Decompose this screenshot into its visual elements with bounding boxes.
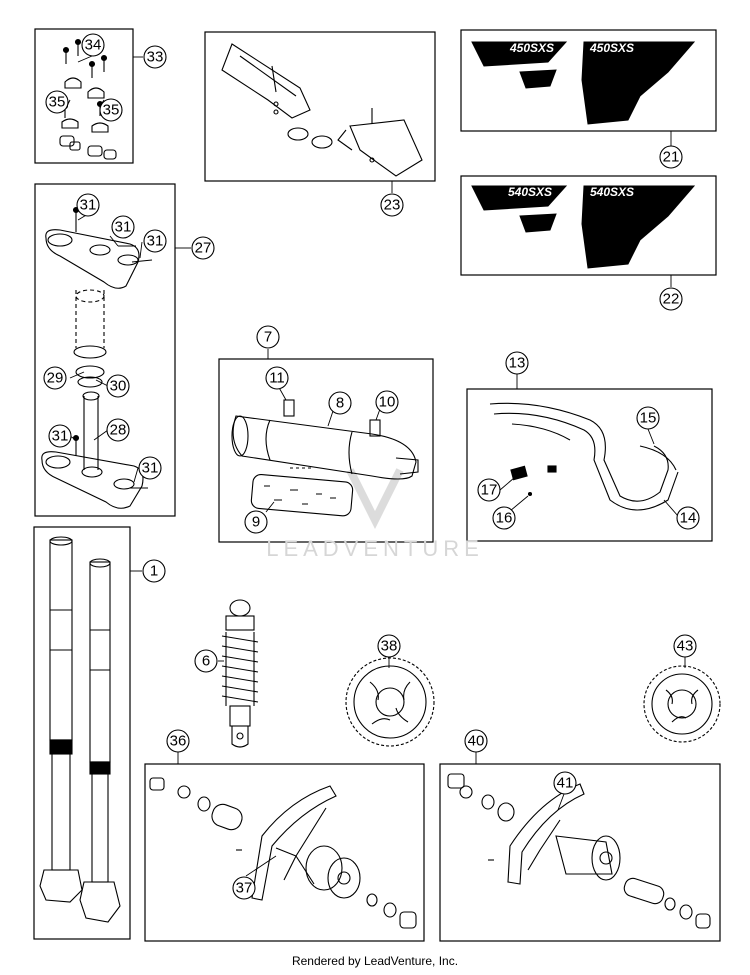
svg-text:35: 35 xyxy=(103,102,120,119)
svg-text:37: 37 xyxy=(236,880,253,897)
svg-text:13: 13 xyxy=(509,355,526,372)
decal-21-label-right: 450SXS xyxy=(589,41,634,55)
callout-40: 40 xyxy=(464,729,488,753)
svg-text:LEADVENTURE: LEADVENTURE xyxy=(266,536,484,561)
svg-text:1: 1 xyxy=(150,563,158,580)
svg-text:40: 40 xyxy=(468,733,485,750)
svg-text:31: 31 xyxy=(52,428,69,445)
svg-text:23: 23 xyxy=(384,197,401,214)
callout-28: 28 xyxy=(106,418,130,442)
callout-41: 41 xyxy=(553,771,577,795)
box-23 xyxy=(204,31,436,182)
svg-text:14: 14 xyxy=(680,510,697,527)
svg-text:8: 8 xyxy=(336,395,344,412)
callout-30: 30 xyxy=(106,374,130,398)
svg-text:36: 36 xyxy=(170,733,187,750)
callout-31-bottom-left: 31 xyxy=(48,424,72,448)
front-wheel-drawing xyxy=(149,777,417,929)
callout-16: 16 xyxy=(492,506,516,530)
box-36 xyxy=(144,763,425,942)
box-27 xyxy=(34,183,176,517)
box-21 xyxy=(460,29,717,132)
decal-22-label-right: 540SXS xyxy=(590,185,634,199)
callout-29: 29 xyxy=(43,366,67,390)
decal-22-drawing: 540SXS 540SXS xyxy=(471,185,696,269)
svg-text:27: 27 xyxy=(195,240,212,257)
clamp-kit-drawing xyxy=(59,38,117,160)
callout-22: 22 xyxy=(659,287,683,311)
shock-absorber-drawing xyxy=(221,599,259,748)
brake-disc-43-drawing xyxy=(643,665,721,743)
callout-37: 37 xyxy=(232,876,256,900)
svg-text:7: 7 xyxy=(264,329,272,346)
svg-text:15: 15 xyxy=(640,410,657,427)
callout-31-bottom-right: 31 xyxy=(138,456,162,480)
forks-drawing xyxy=(39,536,121,923)
decal-22-label-left: 540SXS xyxy=(508,185,552,199)
svg-text:28: 28 xyxy=(110,422,127,439)
svg-text:9: 9 xyxy=(252,514,260,531)
box-40 xyxy=(439,763,721,942)
callout-15: 15 xyxy=(636,406,660,430)
callout-36: 36 xyxy=(166,729,190,753)
callout-35-right: 35 xyxy=(99,98,123,122)
svg-text:35: 35 xyxy=(49,94,66,111)
footer-credit: Rendered by LeadVenture, Inc. xyxy=(291,954,459,968)
box-1 xyxy=(33,526,131,940)
hand-guards-drawing xyxy=(221,43,423,177)
callout-34: 34 xyxy=(81,33,105,57)
svg-text:17: 17 xyxy=(481,482,498,499)
svg-text:16: 16 xyxy=(496,510,513,527)
svg-text:29: 29 xyxy=(47,370,64,387)
svg-text:11: 11 xyxy=(269,370,285,387)
callout-11: 11 xyxy=(265,366,289,390)
box-22 xyxy=(460,175,717,276)
svg-text:6: 6 xyxy=(202,653,210,670)
callout-6: 6 xyxy=(194,649,218,673)
box-33 xyxy=(34,28,134,164)
callout-43: 43 xyxy=(673,634,697,658)
svg-text:33: 33 xyxy=(147,49,164,66)
header-pipe-drawing xyxy=(489,402,679,511)
svg-text:31: 31 xyxy=(147,233,164,250)
decal-21-drawing: 450SXS 450SXS xyxy=(471,41,696,125)
callout-17: 17 xyxy=(477,478,501,502)
callout-13: 13 xyxy=(505,351,529,375)
callout-27: 27 xyxy=(191,236,215,260)
callout-14: 14 xyxy=(676,506,700,530)
svg-text:21: 21 xyxy=(663,149,680,166)
decal-21-label-left: 450SXS xyxy=(509,41,554,55)
muffler-drawing xyxy=(231,399,419,517)
callout-10: 10 xyxy=(375,390,399,414)
callout-31-top-mid: 31 xyxy=(111,215,135,239)
triple-clamp-drawing xyxy=(41,206,153,509)
svg-text:34: 34 xyxy=(85,37,102,54)
callout-21: 21 xyxy=(659,145,683,169)
callout-7: 7 xyxy=(256,325,280,349)
svg-text:30: 30 xyxy=(110,378,127,395)
callout-8: 8 xyxy=(328,391,352,415)
svg-text:31: 31 xyxy=(142,460,159,477)
brake-disc-38-drawing xyxy=(345,657,435,747)
svg-text:22: 22 xyxy=(663,291,680,308)
svg-text:43: 43 xyxy=(677,638,694,655)
callout-33: 33 xyxy=(143,45,167,69)
callout-1: 1 xyxy=(142,559,166,583)
svg-text:38: 38 xyxy=(381,638,398,655)
box-7 xyxy=(218,358,434,543)
box-13 xyxy=(466,388,713,542)
callout-23: 23 xyxy=(380,193,404,217)
svg-text:41: 41 xyxy=(557,775,574,792)
callout-9: 9 xyxy=(244,510,268,534)
rear-wheel-drawing xyxy=(447,773,711,929)
svg-text:10: 10 xyxy=(379,394,396,411)
watermark: LEADVENTURE xyxy=(266,468,484,561)
svg-text:31: 31 xyxy=(115,219,132,236)
svg-text:31: 31 xyxy=(80,197,97,214)
callout-31-top-left: 31 xyxy=(76,193,100,217)
callout-35-left: 35 xyxy=(45,90,69,114)
callout-31-top-right: 31 xyxy=(143,229,167,253)
callout-38: 38 xyxy=(377,634,401,658)
